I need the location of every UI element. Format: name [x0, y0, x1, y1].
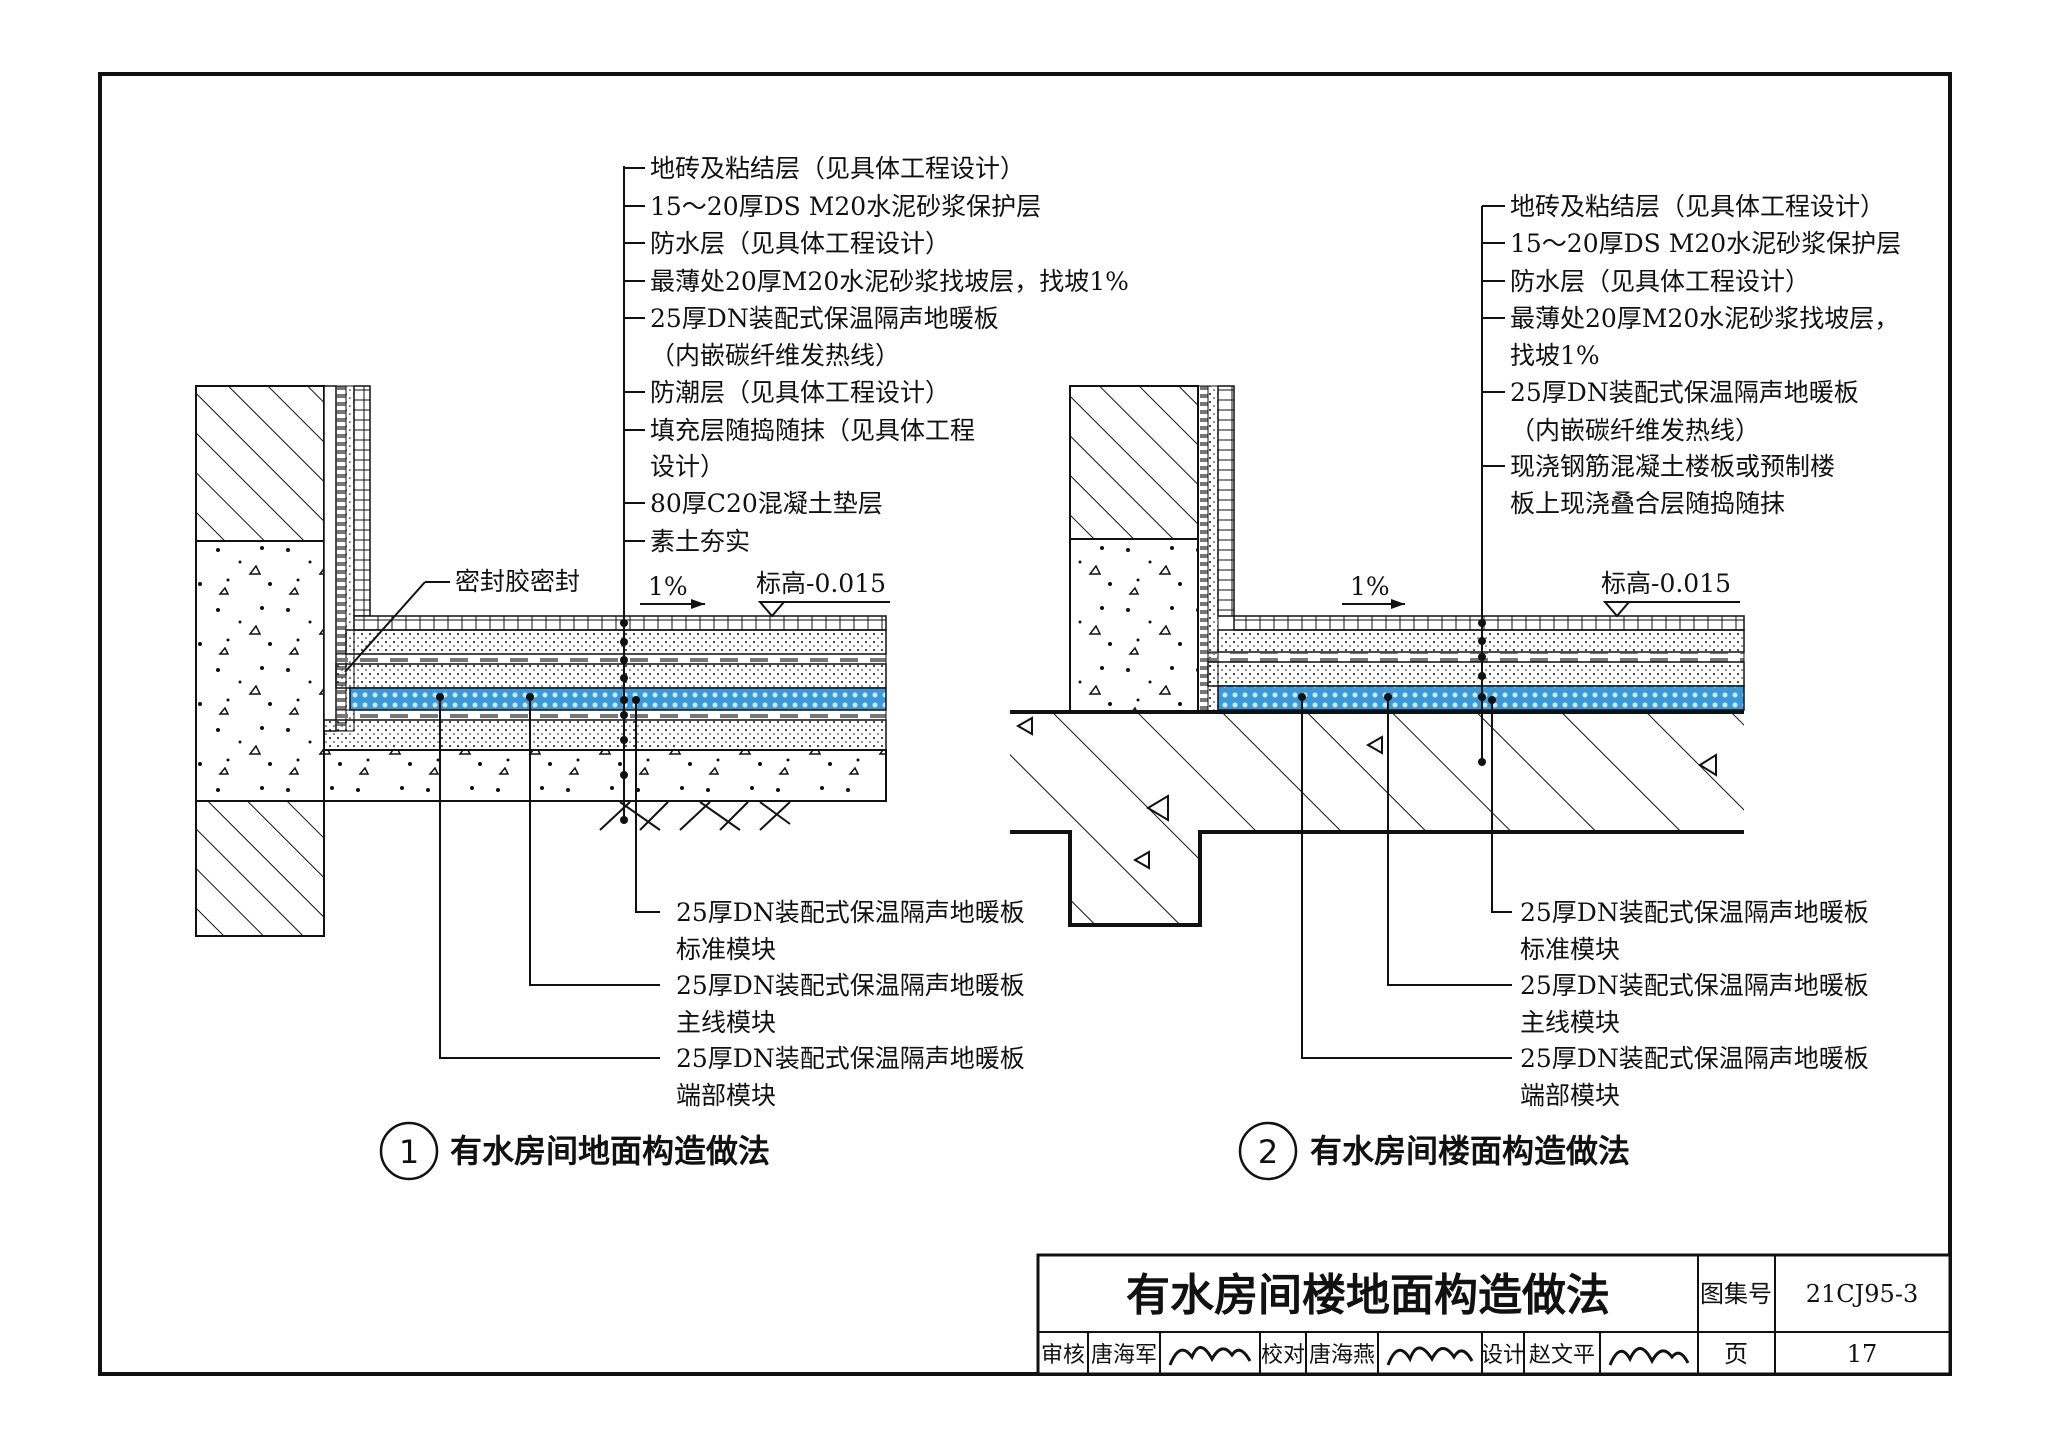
callout-2-7: 现浇钢筋混凝土楼板或预制楼 [1510, 452, 1835, 481]
module-2-1: 标准模块 [1520, 935, 1620, 964]
detail-2-number: 2 [1258, 1133, 1278, 1171]
detail-1-caption: 有水房间地面构造做法 [450, 1132, 770, 1170]
leader-standard-module-2 [1491, 700, 1512, 913]
compacted-soil-1 [599, 801, 791, 831]
wall-tile-1 [353, 385, 371, 617]
slope-1: 1% [648, 572, 688, 601]
callout-1-2: 防水层（见具体工程设计） [650, 229, 950, 258]
callout-2-5: 25厚DN装配式保温隔声地暖板 [1510, 378, 1859, 407]
design-label: 设计 [1481, 1343, 1525, 1368]
floor-tile-2 [1233, 615, 1745, 631]
concrete-cushion-1 [323, 749, 887, 802]
wall-tile-2 [1217, 385, 1235, 617]
callout-1-6: 防潮层（见具体工程设计） [650, 378, 950, 407]
checker-name: 唐海燕 [1309, 1343, 1375, 1368]
module-2-4: 25厚DN装配式保温隔声地暖板 [1520, 1044, 1869, 1073]
callout-2-2: 防水层（见具体工程设计） [1510, 267, 1810, 296]
module-1-5: 端部模块 [676, 1081, 776, 1110]
callout-2-8: 板上现浇叠合层随捣随抹 [1510, 489, 1785, 518]
detail-2-section [1010, 205, 1745, 1059]
wall-concrete-1 [195, 540, 325, 802]
callout-1-3: 最薄处20厚M20水泥砂浆找坡层，找坡1% [650, 267, 1129, 296]
wall-hatch-upper-1 [195, 385, 325, 542]
detail-1-number-circle [379, 1121, 439, 1181]
callout-2-1: 15～20厚DS M20水泥砂浆保护层 [1510, 229, 1901, 258]
sheet-border [98, 72, 1952, 1376]
module-2-2: 25厚DN装配式保温隔声地暖板 [1520, 971, 1869, 1000]
callout-2-3: 最薄处20厚M20水泥砂浆找坡层， [1510, 304, 1899, 333]
callout-1-7: 填充层随捣随抹（见具体工程 [650, 416, 975, 445]
elevation-mark-2 [1602, 601, 1632, 618]
callout-1-8: 设计） [650, 452, 725, 481]
reviewer-name: 唐海军 [1091, 1343, 1157, 1368]
module-2-3: 主线模块 [1520, 1008, 1620, 1037]
detail-2-caption: 有水房间楼面构造做法 [1310, 1132, 1630, 1170]
wall-hatch-2 [1069, 385, 1199, 540]
module-1-3: 主线模块 [676, 1008, 776, 1037]
callout-1-9: 80厚C20混凝土垫层 [650, 489, 883, 518]
module-1-4: 25厚DN装配式保温隔声地暖板 [676, 1044, 1025, 1073]
leader-end-module-2 [1301, 697, 1512, 1059]
leader-end-module-1 [439, 697, 660, 1059]
wall-concrete-2 [1069, 538, 1199, 713]
callout-2-0: 地砖及粘结层（见具体工程设计） [1510, 192, 1885, 221]
detail-1-number: 1 [399, 1133, 419, 1171]
insulation-board-1 [349, 687, 887, 711]
slope-2: 1% [1350, 572, 1390, 601]
page-number: 17 [1847, 1340, 1878, 1368]
callout-2-4: 找坡1% [1510, 341, 1600, 370]
title-block: 有水房间楼地面构造做法 图集号 21CJ95-3 审核 唐海军 校对 唐海燕 设… [1036, 1253, 1952, 1376]
callout-2-6: （内嵌碳纤维发热线） [1510, 416, 1760, 445]
designer-signature [1608, 1347, 1690, 1366]
detail-1-callouts: 地砖及粘结层（见具体工程设计） 15～20厚DS M20水泥砂浆保护层 防水层（… [455, 154, 1129, 1110]
concrete-slab-2 [1010, 712, 1744, 925]
checker-signature [1386, 1346, 1474, 1366]
detail-2-number-circle [1238, 1121, 1298, 1181]
elevation-1: 标高-0.015 [756, 569, 886, 598]
page-label: 页 [1724, 1340, 1748, 1368]
callout-1-0: 地砖及粘结层（见具体工程设计） [650, 154, 1025, 183]
module-2-5: 端部模块 [1520, 1081, 1620, 1110]
sheet-title: 有水房间楼地面构造做法 [1126, 1270, 1610, 1321]
callout-1-1: 15～20厚DS M20水泥砂浆保护层 [650, 192, 1041, 221]
module-1-1: 标准模块 [676, 935, 776, 964]
review-label: 审核 [1041, 1343, 1085, 1368]
check-label: 校对 [1261, 1343, 1305, 1368]
elevation-mark-1 [757, 601, 787, 618]
designer-name: 赵文平 [1529, 1343, 1595, 1368]
module-1-0: 25厚DN装配式保温隔声地暖板 [676, 898, 1025, 927]
callout-1-10: 素土夯实 [650, 527, 750, 556]
detail-2-callouts: 地砖及粘结层（见具体工程设计） 15～20厚DS M20水泥砂浆保护层 防水层（… [1350, 192, 1901, 1110]
leader-standard-module-1 [635, 700, 660, 913]
reviewer-signature [1168, 1346, 1252, 1366]
module-1-2: 25厚DN装配式保温隔声地暖板 [676, 971, 1025, 1000]
elevation-2: 标高-0.015 [1601, 569, 1731, 598]
callout-1-5: （内嵌碳纤维发热线） [650, 341, 900, 370]
wall-hatch-lower-1 [195, 800, 325, 937]
callout-1-4: 25厚DN装配式保温隔声地暖板 [650, 304, 999, 333]
atlas-number: 21CJ95-3 [1806, 1280, 1918, 1308]
atlas-label: 图集号 [1700, 1280, 1772, 1308]
seal-note-1: 密封胶密封 [455, 567, 580, 596]
detail-1-section [195, 166, 890, 1059]
leader-main-module-1 [529, 697, 660, 986]
module-2-0: 25厚DN装配式保温隔声地暖板 [1520, 898, 1869, 927]
leader-main-module-2 [1387, 697, 1512, 986]
